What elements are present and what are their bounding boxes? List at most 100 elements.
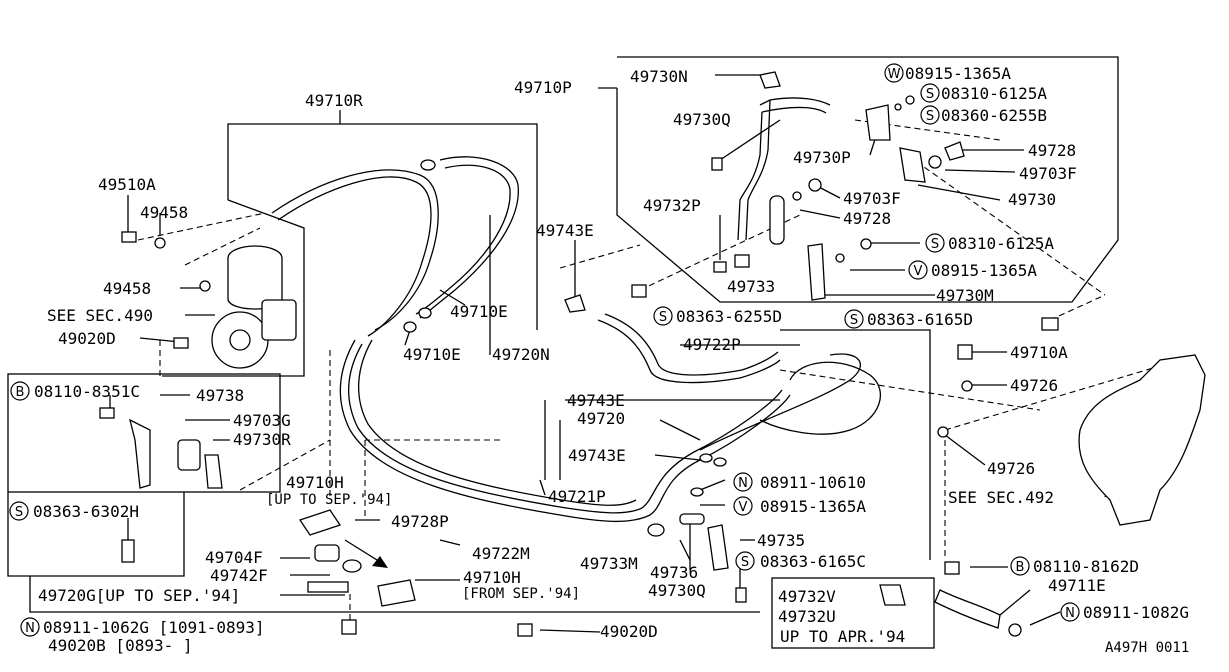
grommet-49742F (342, 559, 362, 573)
callout-49728-top: 49728 (1028, 141, 1076, 160)
callout-49733: 49733 (727, 277, 775, 296)
callout-49743E-mid: 49743E (567, 391, 625, 410)
washer (792, 191, 802, 201)
callout-49738: 49738 (196, 386, 244, 405)
callout-49726-low: 49726 (987, 459, 1035, 478)
clamp-49703F (928, 155, 942, 169)
callout-49730Q-top: 49730Q (673, 110, 731, 129)
callout-up-to-apr94: UP TO APR.'94 (780, 627, 905, 646)
bolt (517, 623, 533, 637)
bracket-49730R (204, 454, 223, 489)
diagram-id: A497H 0011 (1105, 640, 1189, 656)
callout-08360-6255B: 08360-6255B (941, 106, 1047, 125)
callout-49710P: 49710P (514, 78, 572, 97)
callout-08915-1365A-mid: 08915-1365A (931, 261, 1037, 280)
callout-see-sec-490: SEE SEC.490 (47, 306, 153, 325)
pump-body (261, 299, 297, 341)
callout-49736: 49736 (650, 563, 698, 582)
clamp-49730N (759, 71, 781, 89)
callout-08363-6165C: 08363-6165C (760, 552, 866, 571)
callout-49730P: 49730P (793, 148, 851, 167)
clamp-49703G (177, 439, 201, 471)
symbol-s: S (931, 237, 939, 252)
washer (154, 237, 166, 249)
callout-49458-mid: 49458 (103, 279, 151, 298)
washer-49726 (961, 380, 973, 392)
callout-49020B: 49020B [0893- ] (48, 636, 193, 655)
callout-49710A: 49710A (1010, 343, 1068, 362)
callout-49720: 49720 (577, 409, 625, 428)
bolt (121, 231, 137, 243)
symbol-b: B (1016, 560, 1025, 575)
symbol-markers: W S S S V S S B N V S S B N N (9, 63, 1080, 637)
callout-08310-6125A-top: 08310-6125A (941, 84, 1047, 103)
callout-08915-1365A-top: 08915-1365A (905, 64, 1011, 83)
leader-lines (109, 74, 1111, 633)
callout-49730R: 49730R (233, 430, 291, 449)
steering-gear (1078, 354, 1206, 526)
callout-49743E-top: 49743E (536, 221, 594, 240)
symbol-w: W (888, 67, 901, 82)
callout-49743E-low: 49743E (568, 446, 626, 465)
callout-08911-1082G: 08911-1082G (1083, 603, 1189, 622)
callout-49721P: 49721P (548, 487, 606, 506)
callout-49732V: 49732V (778, 587, 836, 606)
bracket-49730 (899, 147, 926, 183)
bolt (944, 561, 960, 575)
symbol-n: N (1065, 606, 1075, 621)
callout-49735: 49735 (757, 531, 805, 550)
callout-08911-1062G: 08911-1062G [1091-0893] (43, 618, 265, 637)
bolt (631, 284, 647, 298)
callout-49733M: 49733M (580, 554, 638, 573)
dashed-lines (137, 119, 1181, 630)
grommet-49735 (679, 513, 705, 525)
washer-49726 (937, 426, 949, 438)
callout-49730: 49730 (1008, 190, 1056, 209)
callout-08915-1365A-low: 08915-1365A (760, 497, 866, 516)
symbol-s: S (659, 310, 667, 325)
bolt (735, 587, 747, 603)
callout-49020D-left: 49020D (58, 329, 116, 348)
clip-49732P (713, 261, 727, 273)
clamp-49733M (647, 523, 665, 537)
washer (894, 103, 902, 111)
callout-08363-6165D: 08363-6165D (867, 310, 973, 329)
callout-49722M: 49722M (472, 544, 530, 563)
nut (690, 487, 704, 497)
callout-49730M: 49730M (936, 286, 994, 305)
clamp-49703F (808, 178, 822, 192)
callout-49722P: 49722P (683, 335, 741, 354)
washer (199, 280, 211, 292)
callout-49704F: 49704F (205, 548, 263, 567)
nut (341, 619, 357, 635)
callout-see-sec-492: SEE SEC.492 (948, 488, 1054, 507)
callout-08110-8351C: 08110-8351C (34, 382, 140, 401)
tube-damper (769, 195, 785, 245)
bracket-49736 (707, 524, 729, 571)
callout-49732P: 49732P (643, 196, 701, 215)
clip-49732V (879, 584, 906, 606)
clamp (699, 453, 713, 463)
callout-49710R: 49710R (305, 91, 363, 110)
symbol-s: S (15, 505, 23, 520)
symbol-v: V (914, 264, 923, 279)
clip-49730Q (711, 157, 723, 171)
frame-lines (7, 56, 1119, 649)
callout-49726-top: 49726 (1010, 376, 1058, 395)
callout-49711E: 49711E (1048, 576, 1106, 595)
bolt (99, 407, 115, 419)
callout-08363-6255D: 08363-6255D (676, 307, 782, 326)
parts (99, 71, 1206, 637)
symbol-s: S (850, 313, 858, 328)
callout-49458-top: 49458 (140, 203, 188, 222)
clip-49733 (734, 254, 750, 268)
callout-49710H-top: 49710H (286, 473, 344, 492)
nut (860, 238, 872, 250)
symbol-n: N (738, 476, 748, 491)
symbol-s: S (741, 555, 749, 570)
callout-labels: 49710R 49710P 49730N 08915-1365A 08310-6… (33, 64, 1189, 656)
callout-49703F-mid: 49703F (843, 189, 901, 208)
washer (835, 253, 845, 263)
clamp-49710H (298, 509, 342, 536)
